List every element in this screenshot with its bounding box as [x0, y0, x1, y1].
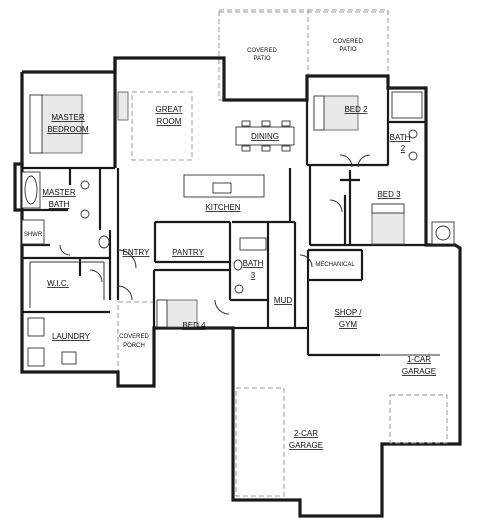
wic-shelving — [29, 261, 105, 308]
garage-outline — [233, 326, 448, 497]
label-shop-gym-1: SHOP / — [335, 308, 363, 317]
label-bath-3-1: BATH — [243, 259, 264, 268]
plumbing-fixtures — [80, 91, 455, 294]
door-swings — [59, 154, 371, 315]
laundry-machines — [27, 317, 77, 367]
label-mud: MUD — [274, 296, 292, 305]
label-2-car-garage-1: 2-CAR — [294, 429, 318, 438]
master-bed — [29, 94, 83, 154]
label-2-car-garage-2: GARAGE — [289, 441, 323, 450]
great-room-rug — [131, 91, 193, 161]
master-shower — [21, 219, 45, 245]
label-wic: W.I.C. — [47, 279, 69, 288]
label-covered-porch-1: COVERED — [119, 334, 149, 340]
label-covered-patio-right-2: PATIO — [339, 47, 356, 53]
label-covered-patio-right-1: COVERED — [333, 39, 363, 45]
dining-table — [235, 120, 295, 152]
fireplace — [117, 91, 129, 121]
label-master-bath-2: BATH — [49, 200, 70, 209]
label-1-car-garage-1: 1-CAR — [407, 355, 431, 364]
label-mechanical: MECHANICAL — [315, 262, 355, 268]
bed-2-bed — [313, 95, 359, 131]
label-kitchen: KITCHEN — [205, 203, 240, 212]
label-dining: DINING — [251, 132, 279, 141]
label-master-bedroom-1: MASTER — [51, 113, 85, 122]
label-bath-2-1: BATH — [390, 133, 411, 142]
label-great-room-1: GREAT — [156, 105, 183, 114]
room-labels: COVERED PATIO COVERED PATIO MASTER BEDRO… — [24, 39, 436, 450]
label-covered-patio-left-2: PATIO — [253, 56, 270, 62]
bed-4-bed — [156, 299, 198, 328]
label-bath-2-2: 2 — [401, 144, 406, 153]
covered-patio-outline — [218, 9, 389, 101]
label-laundry: LAUNDRY — [52, 332, 91, 341]
label-entry: ENTRY — [123, 248, 151, 257]
label-master-bath-1: MASTER — [42, 188, 76, 197]
label-1-car-garage-2: GARAGE — [402, 367, 436, 376]
label-bed-2: BED 2 — [344, 105, 368, 114]
label-bed-3: BED 3 — [377, 190, 401, 199]
master-tub — [21, 171, 41, 209]
label-pantry: PANTRY — [172, 248, 204, 257]
kitchen-sink — [212, 182, 232, 194]
label-covered-patio-left-1: COVERED — [247, 48, 277, 54]
label-bath-3-2: 3 — [251, 271, 256, 280]
interior-walls — [15, 88, 426, 357]
label-great-room-2: ROOM — [157, 117, 182, 126]
label-master-bedroom-2: BEDROOM — [47, 125, 89, 134]
label-shop-gym-2: GYM — [339, 320, 358, 329]
exterior-walls — [13, 56, 462, 518]
label-bed-4: BED 4 — [182, 321, 206, 330]
label-shwr: SHWR — [24, 232, 43, 238]
label-covered-porch-2: PORCH — [123, 343, 145, 349]
bed-3-bed — [371, 203, 405, 245]
